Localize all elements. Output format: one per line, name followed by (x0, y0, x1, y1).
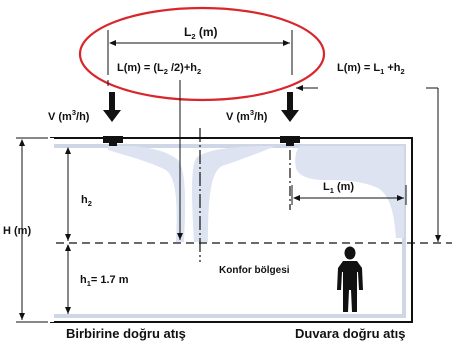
supply-arrow-left (103, 92, 121, 122)
person-icon (337, 246, 363, 312)
height-dimensions (16, 137, 71, 323)
caption-right: Duvara doğru atış (295, 326, 406, 341)
l1-dimension (291, 185, 407, 205)
right-throw-pointer (296, 85, 441, 242)
air-plume-left (108, 146, 275, 242)
caption-left: Birbirine doğru atış (66, 326, 186, 341)
room-height-label: H (m) (3, 225, 31, 237)
l1-label: L1 (m) (323, 181, 354, 195)
flow-rate-right: V (m3/h) (226, 108, 268, 123)
highlight-ellipse (78, 6, 326, 102)
h1-label: h1= 1.7 m (80, 274, 129, 288)
ceiling-diffuser-left (103, 136, 123, 146)
comfort-zone-label: Konfor bölgesi (219, 265, 290, 276)
flow-rate-left: V (m3/h) (48, 108, 90, 123)
supply-arrow-right (281, 92, 299, 122)
ceiling-diffuser-right (280, 136, 300, 146)
l2-dimension (107, 30, 293, 75)
air-plume-right (295, 146, 404, 238)
l2-label: L2 (m) (184, 25, 218, 41)
h2-label: h2 (81, 194, 92, 208)
left-throw-pointer (107, 80, 183, 240)
left-throw-formula: L(m) = (L2 /2)+h2 (117, 62, 201, 76)
right-throw-formula: L(m) = L1 +h2 (337, 62, 405, 76)
